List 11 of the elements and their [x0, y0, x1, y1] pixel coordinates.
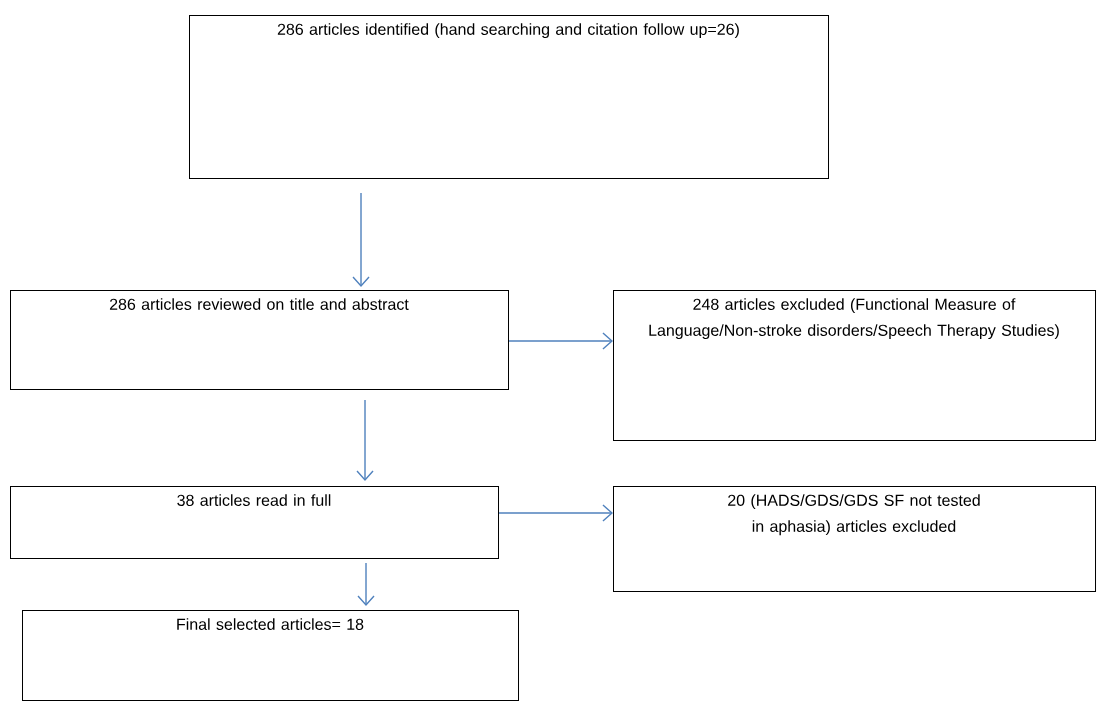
arrow: [357, 562, 375, 606]
process-box: 286 articles reviewed on title and abstract: [10, 290, 509, 390]
process-box: Final selected articles= 18: [22, 610, 519, 701]
arrow: [356, 399, 374, 481]
arrow: [352, 192, 370, 287]
process-box: 20 (HADS/GDS/GDS SF not tested in aphasia) articles excluded: [613, 486, 1096, 592]
process-box: 248 articles excluded (Functional Measure of Language/Non-stroke disorders/Speech Therapy Studies): [613, 290, 1096, 441]
arrow: [498, 504, 613, 522]
arrow: [508, 332, 613, 350]
process-box: 286 articles identified (hand searching and citation follow up=26): [189, 15, 829, 179]
process-box: 38 articles read in full: [10, 486, 499, 559]
